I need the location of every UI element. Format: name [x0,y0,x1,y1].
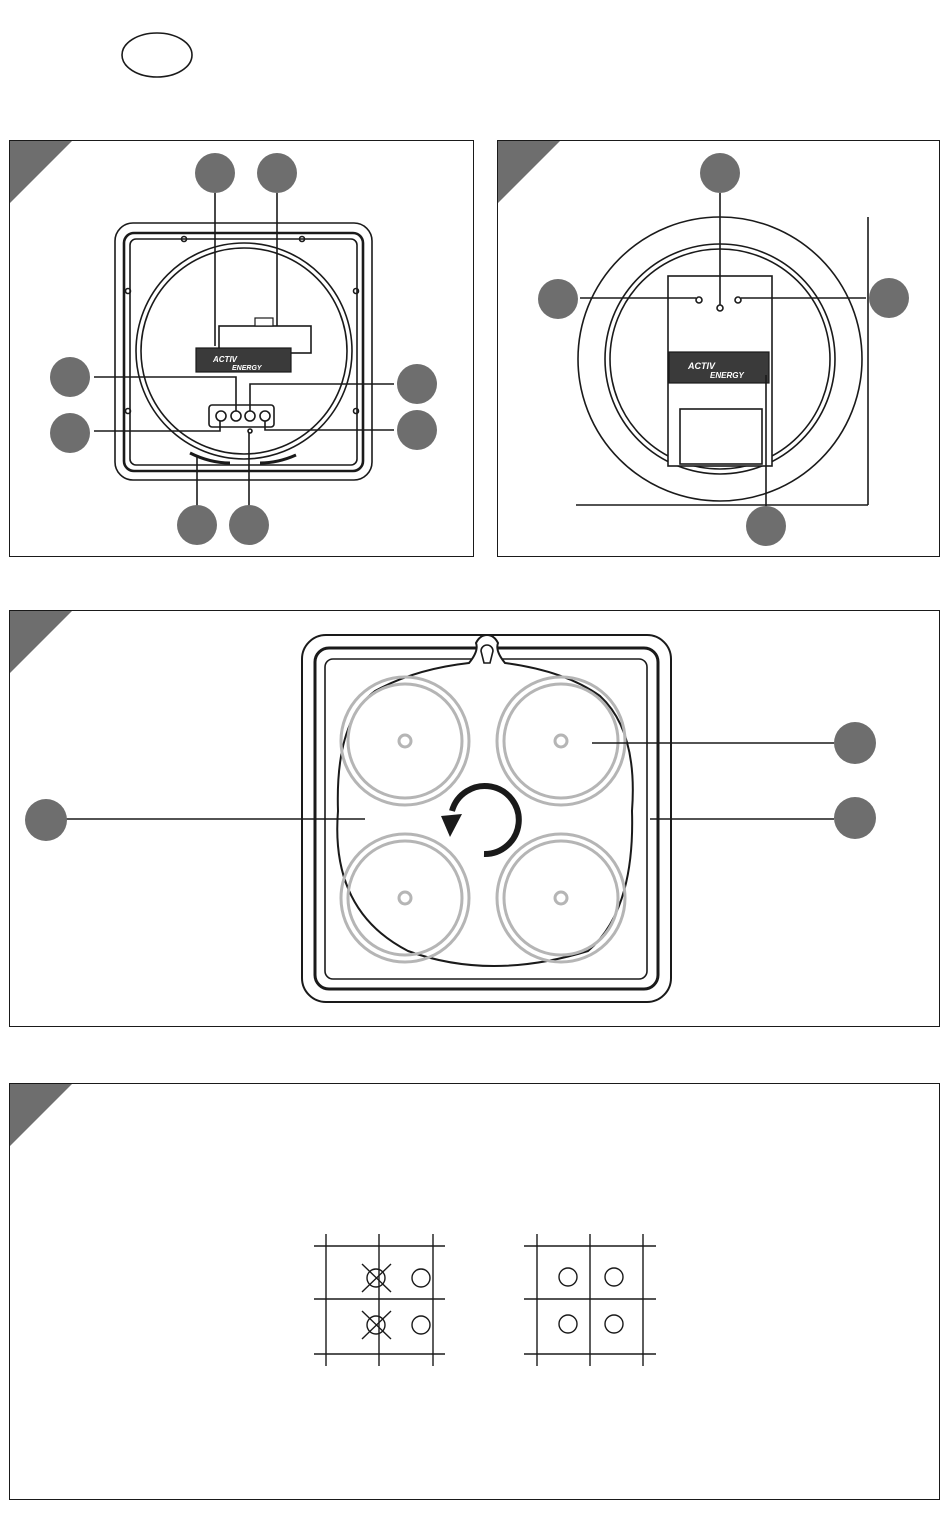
callout-b2 [538,279,578,319]
callout-b3 [869,278,909,318]
callout-a3 [50,357,90,397]
battery-brand-line1: ACTIV [212,355,238,364]
callout-c2 [834,722,876,764]
figure-b-panel: ACTIV ENERGY [497,140,940,557]
callout-a8 [229,505,269,545]
battery-brand-line2: ENERGY [232,365,263,372]
callout-a2 [257,153,297,193]
callout-b1 [700,153,740,193]
language-badge [122,33,192,77]
figure-c-panel [9,610,940,1027]
callout-a4 [50,413,90,453]
battery-compartment-b: ACTIV ENERGY [669,352,769,383]
figure-d-panel [9,1083,940,1500]
battery-b-brand-line2: ENERGY [710,371,744,380]
button-1 [216,411,226,421]
button-4 [260,411,270,421]
callout-a5 [397,364,437,404]
callout-a6 [397,410,437,450]
callout-c1 [25,799,67,841]
battery-b-brand-line1: ACTIV [687,361,716,371]
figure-c-corner-tab [10,611,72,673]
callout-a1 [195,153,235,193]
callout-c3 [834,797,876,839]
button-2 [231,411,241,421]
hanging-hole [481,645,493,663]
figure-d-corner-tab [10,1084,72,1146]
figure-a-panel: ACTIV ENERGY [9,140,474,557]
figure-a-corner-tab [10,141,72,203]
tile-grid-wrong [314,1234,445,1366]
tile-grid-correct [524,1234,656,1366]
figure-b-corner-tab [498,141,560,203]
button-3 [245,411,255,421]
battery-compartment: ACTIV ENERGY [196,318,311,372]
callout-a7 [177,505,217,545]
callout-b4 [746,506,786,546]
reset-hole [248,429,252,433]
